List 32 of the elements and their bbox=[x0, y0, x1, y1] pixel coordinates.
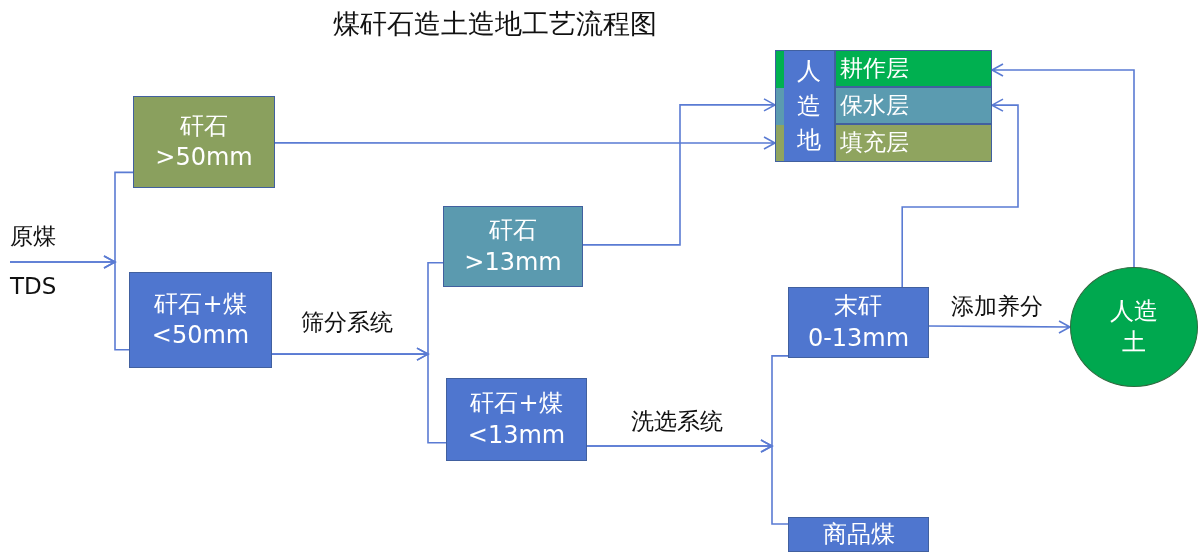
arrow bbox=[271, 347, 447, 444]
process-box bbox=[129, 272, 272, 368]
arrow bbox=[9, 255, 130, 351]
process-box bbox=[133, 96, 275, 188]
box-text: 填充层 bbox=[840, 128, 909, 158]
title: 煤矸石造土造地工艺流程图 bbox=[332, 7, 658, 41]
box-text: 人造土 bbox=[1109, 295, 1159, 358]
box-text: 人造地 bbox=[796, 55, 822, 157]
arrow bbox=[990, 63, 1135, 268]
arrow bbox=[582, 98, 777, 246]
box-text: 矸石 >50mm bbox=[155, 110, 253, 173]
node-text: TDS bbox=[10, 272, 57, 302]
node-text: 原煤 bbox=[10, 222, 56, 251]
box-text: 末矸 0-13mm bbox=[807, 291, 910, 354]
arrow bbox=[274, 136, 777, 150]
box-text: 保水层 bbox=[840, 90, 909, 120]
process-box bbox=[443, 206, 583, 287]
label-column bbox=[775, 50, 835, 162]
process-box bbox=[788, 517, 929, 552]
box-text: 矸石+煤 <50mm bbox=[151, 288, 250, 351]
arrow bbox=[586, 439, 789, 525]
layer-bar bbox=[835, 124, 992, 162]
arrow bbox=[928, 320, 1072, 334]
process-box bbox=[788, 287, 929, 358]
layer-bar bbox=[835, 87, 992, 124]
box-text: 矸石 >13mm bbox=[464, 215, 562, 278]
process-box bbox=[446, 378, 587, 461]
box-text: 耕作层 bbox=[840, 53, 909, 83]
arrow bbox=[901, 98, 1019, 288]
box-text: 矸石+煤 <13mm bbox=[467, 388, 566, 451]
box-text: 商品煤 bbox=[822, 518, 895, 550]
layer-bar bbox=[835, 50, 992, 87]
